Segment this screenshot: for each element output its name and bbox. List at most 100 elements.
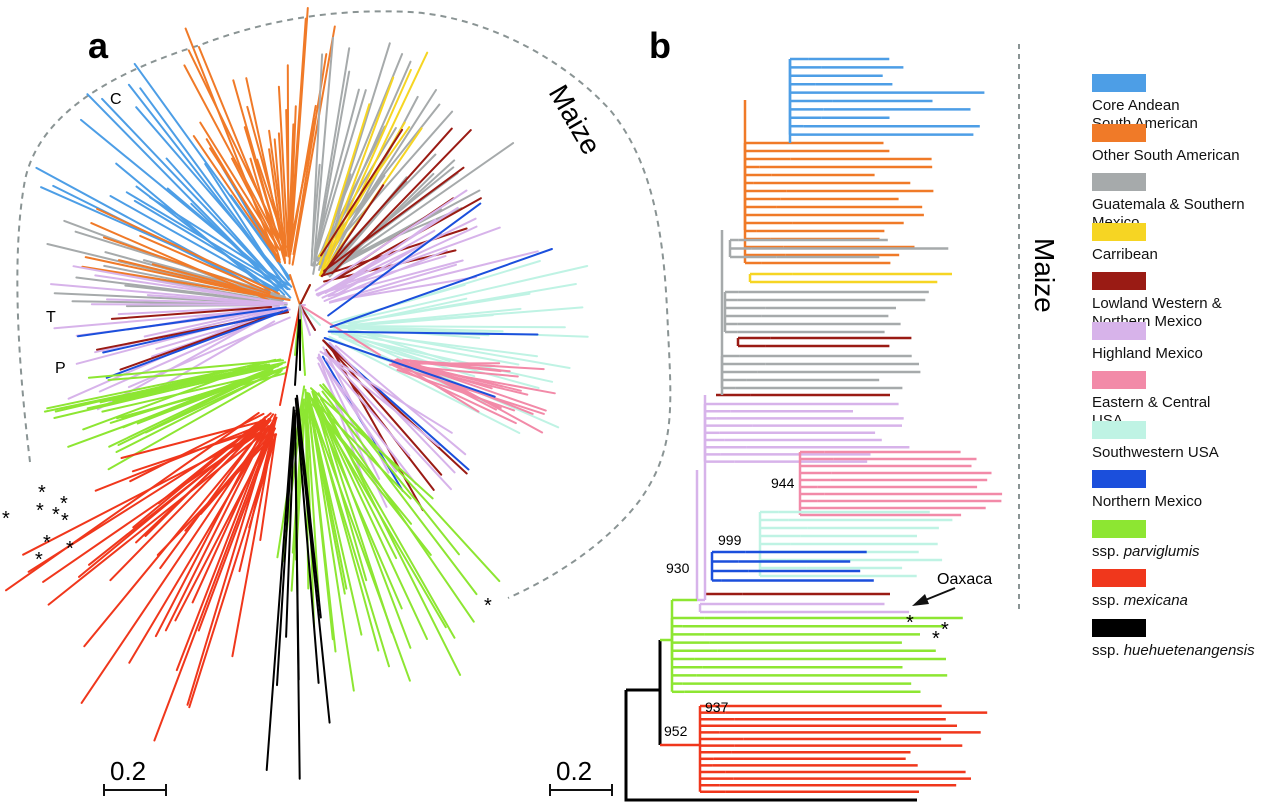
tree-branch: [324, 353, 440, 447]
scale-bar-a: 0.2: [103, 756, 167, 796]
tree-branch: [312, 393, 398, 560]
legend-swatch: [1092, 371, 1146, 389]
oaxaca-label: Oaxaca: [937, 571, 992, 588]
tree-branch: [22, 427, 270, 556]
legend-swatch: [1092, 519, 1146, 538]
tree-branch: [205, 138, 280, 260]
tree-branch: [188, 433, 277, 709]
legend-item: ssp. parviglumis: [1092, 519, 1278, 561]
tree-branch: [245, 77, 286, 257]
tree-branch: [199, 121, 281, 251]
tree-branch: [320, 398, 475, 623]
tree-branch: [115, 368, 283, 453]
tree-branch: [249, 157, 281, 261]
tree-branch: [314, 398, 428, 640]
tree-branch: [320, 76, 395, 273]
tree-branch: [324, 351, 452, 491]
tree-branch: [320, 128, 404, 257]
tree-branch: [42, 423, 274, 583]
tree-branch: [322, 383, 460, 556]
asterisk: *: [484, 595, 492, 617]
legend-item: Southwestern USA: [1092, 420, 1278, 462]
panel-b-rooted-tree: b Maize 944 999 930 937 952 Oaxaca * * *…: [549, 25, 1060, 802]
tree-branch: [328, 341, 456, 474]
tree-branch: [335, 276, 477, 302]
tree-branch: [94, 423, 265, 492]
tree-branch: [116, 372, 287, 420]
tree-branch: [192, 135, 281, 264]
tree-branch: [409, 359, 544, 434]
legend-label: ssp. parviglumis: [1092, 542, 1200, 560]
tree-branch: [139, 234, 271, 294]
tree-branch: [317, 229, 436, 297]
tree-branch: [107, 270, 282, 304]
asterisk: *: [2, 508, 10, 530]
tree-branch: [279, 304, 301, 406]
asterisk: *: [36, 500, 44, 522]
tree-branch: [346, 265, 589, 323]
tree-branch: [259, 436, 277, 541]
legend-item: Northern Mexico: [1092, 470, 1278, 511]
tree-branch: [289, 104, 317, 253]
tree-branch: [294, 397, 320, 684]
tree-branch: [322, 339, 468, 475]
panel-b-label: b: [649, 25, 671, 66]
tree-branch: [350, 314, 494, 327]
legend-swatch: [1092, 272, 1146, 290]
tree-branch: [349, 297, 468, 325]
tree-branch: [394, 359, 493, 390]
asterisk: *: [35, 549, 43, 571]
tree-branch: [347, 328, 571, 369]
tree-branch: [323, 337, 496, 398]
tree-branch: [327, 202, 482, 317]
legend-label: Other South American: [1092, 146, 1240, 164]
tree-branch: [184, 27, 279, 263]
tree-branch: [187, 49, 287, 250]
tree-branch: [53, 364, 276, 419]
legend-swatch: [1092, 470, 1146, 488]
tree-branch: [109, 420, 268, 582]
tree-branch: [277, 85, 290, 258]
tree-branch: [314, 393, 456, 639]
tree-branch: [232, 79, 286, 262]
tree-branch: [334, 345, 467, 456]
asterisk: *: [61, 510, 69, 532]
tree-branch: [78, 418, 270, 578]
tree-branch: [314, 47, 351, 259]
tree-branch: [90, 222, 270, 302]
tree-branch: [325, 358, 411, 457]
scale-bar-b-label: 0.2: [556, 756, 592, 786]
tree-branch: [53, 307, 289, 330]
tree-branch: [336, 325, 566, 329]
tree-branch: [96, 207, 280, 295]
tree-branch: [107, 365, 279, 381]
tree-branch: [276, 410, 295, 687]
maize-label-a: Maize: [543, 80, 607, 160]
tree-branch: [321, 184, 385, 278]
tree-branch: [348, 333, 520, 366]
legend-item: ssp. mexicana: [1092, 569, 1278, 610]
legend-label: Carribean: [1092, 245, 1158, 263]
clade-label-t: T: [46, 309, 56, 326]
tree-branch: [151, 263, 275, 298]
tree-branch: [115, 162, 278, 299]
tree-branch: [329, 248, 553, 328]
legend-swatch: [1092, 569, 1146, 587]
scale-bar-a-label: 0.2: [110, 756, 146, 786]
bootstrap-930: 930: [666, 560, 690, 576]
tree-branch: [328, 335, 521, 434]
legend-label: ssp. mexicana: [1092, 592, 1188, 609]
tree-branch: [87, 359, 284, 379]
rectangular-branches: [624, 57, 1003, 802]
tree-branch: [333, 328, 439, 367]
oaxaca-arrow: [912, 587, 956, 606]
tree-branch: [120, 419, 265, 459]
tree-branch: [321, 51, 429, 275]
legend-item: Lowland Western &Northern Mexico: [1092, 272, 1278, 331]
tree-branch: [277, 132, 288, 257]
scale-bar-b: 0.2: [549, 756, 613, 796]
tree-branch: [334, 142, 515, 269]
tree-branch: [307, 393, 380, 652]
tree-branch: [306, 391, 334, 641]
